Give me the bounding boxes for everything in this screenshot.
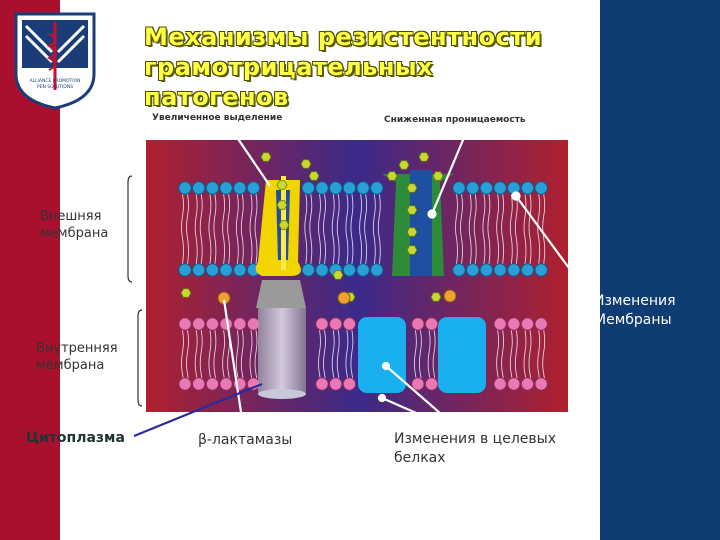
pointer-lines bbox=[222, 127, 595, 436]
outer-membrane-label-line-1: Внешняя bbox=[40, 209, 102, 224]
target-protein-changes-label-line-1: Изменения в целевых bbox=[394, 431, 556, 447]
beta-lactamases-label: β-лактамазы bbox=[198, 432, 293, 448]
membrane-changes-label-line-2: Мембраны bbox=[594, 312, 672, 328]
inner-membrane-label-line-2: мембрана bbox=[36, 358, 105, 373]
porin bbox=[382, 170, 454, 276]
inner-membrane-label: Внутренняя мембрана bbox=[36, 340, 118, 374]
title-line-2: грамотрицательных bbox=[144, 53, 434, 81]
reduced-permeability-label: Сниженная проницаемость bbox=[384, 115, 526, 125]
logo-text-line-2: PEN SOLUTIONS bbox=[37, 84, 73, 90]
title-line-3: патогенов bbox=[144, 83, 289, 111]
title-line-1: Механизмы резистентности bbox=[144, 23, 543, 51]
inner-membrane bbox=[178, 317, 548, 391]
outer-membrane-label-line-2: мембрана bbox=[40, 226, 109, 241]
target-protein-1 bbox=[358, 317, 406, 393]
inner-membrane-bracket bbox=[137, 309, 143, 407]
increased-efflux-label: Увеличенное выделение bbox=[152, 113, 283, 123]
outer-membrane-bracket bbox=[127, 175, 133, 283]
logo-text-line-1: ALLIANCE PROMOTION bbox=[29, 78, 80, 84]
right-band bbox=[600, 0, 720, 540]
outer-membrane-label: Внешняя мембрана bbox=[40, 208, 108, 242]
beta-lactamase-molecules bbox=[217, 289, 457, 305]
cytoplasm-label: Цитоплазма bbox=[26, 430, 125, 446]
target-protein-2 bbox=[438, 317, 486, 393]
page-title: Механизмы резистентности грамотрицательн… bbox=[144, 22, 542, 112]
antibiotic-molecules bbox=[180, 152, 444, 302]
target-protein-changes-label: Изменения в целевых белках bbox=[394, 430, 556, 468]
membrane-changes-label-line-1: Изменения bbox=[594, 293, 676, 309]
target-protein-changes-label-line-2: белках bbox=[394, 450, 446, 466]
inner-membrane-label-line-1: Внутренняя bbox=[36, 341, 118, 356]
membrane-changes-label: Изменения Мембраны bbox=[594, 292, 676, 330]
logo-emblem: ALLIANCE PROMOTION PEN SOLUTIONS bbox=[14, 12, 96, 110]
cytoplasm-pointer-line bbox=[133, 382, 263, 438]
